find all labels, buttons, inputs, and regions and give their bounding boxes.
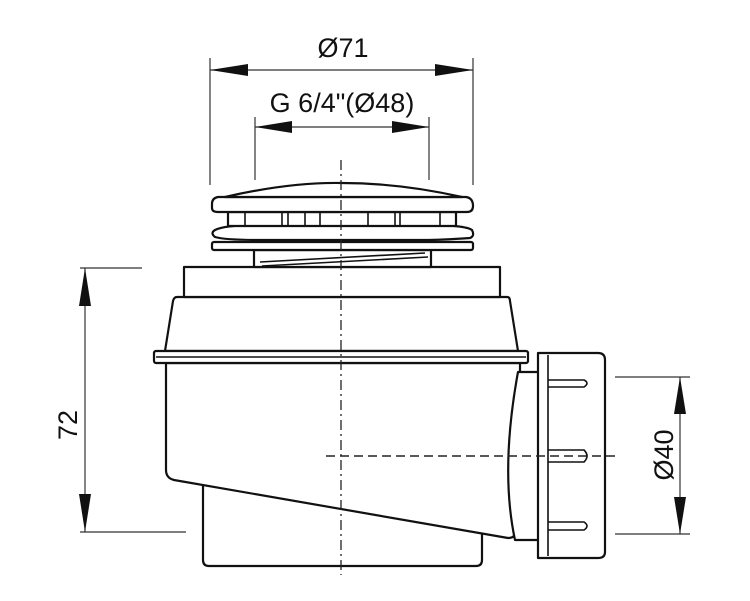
drain-cap bbox=[210, 181, 475, 269]
dimension-thread: G 6/4"(Ø48) bbox=[254, 88, 430, 180]
dimension-outlet-diameter: Ø40 bbox=[615, 376, 690, 535]
dimension-height: 72 bbox=[53, 267, 186, 533]
dimension-outer-diameter: Ø71 bbox=[209, 33, 474, 185]
dimension-label-height: 72 bbox=[53, 410, 83, 440]
trap-body bbox=[152, 265, 542, 568]
dimension-label-outer-diameter: Ø71 bbox=[317, 33, 368, 63]
dimension-label-outlet-diameter: Ø40 bbox=[649, 429, 679, 480]
dimension-label-thread: G 6/4"(Ø48) bbox=[270, 88, 415, 118]
